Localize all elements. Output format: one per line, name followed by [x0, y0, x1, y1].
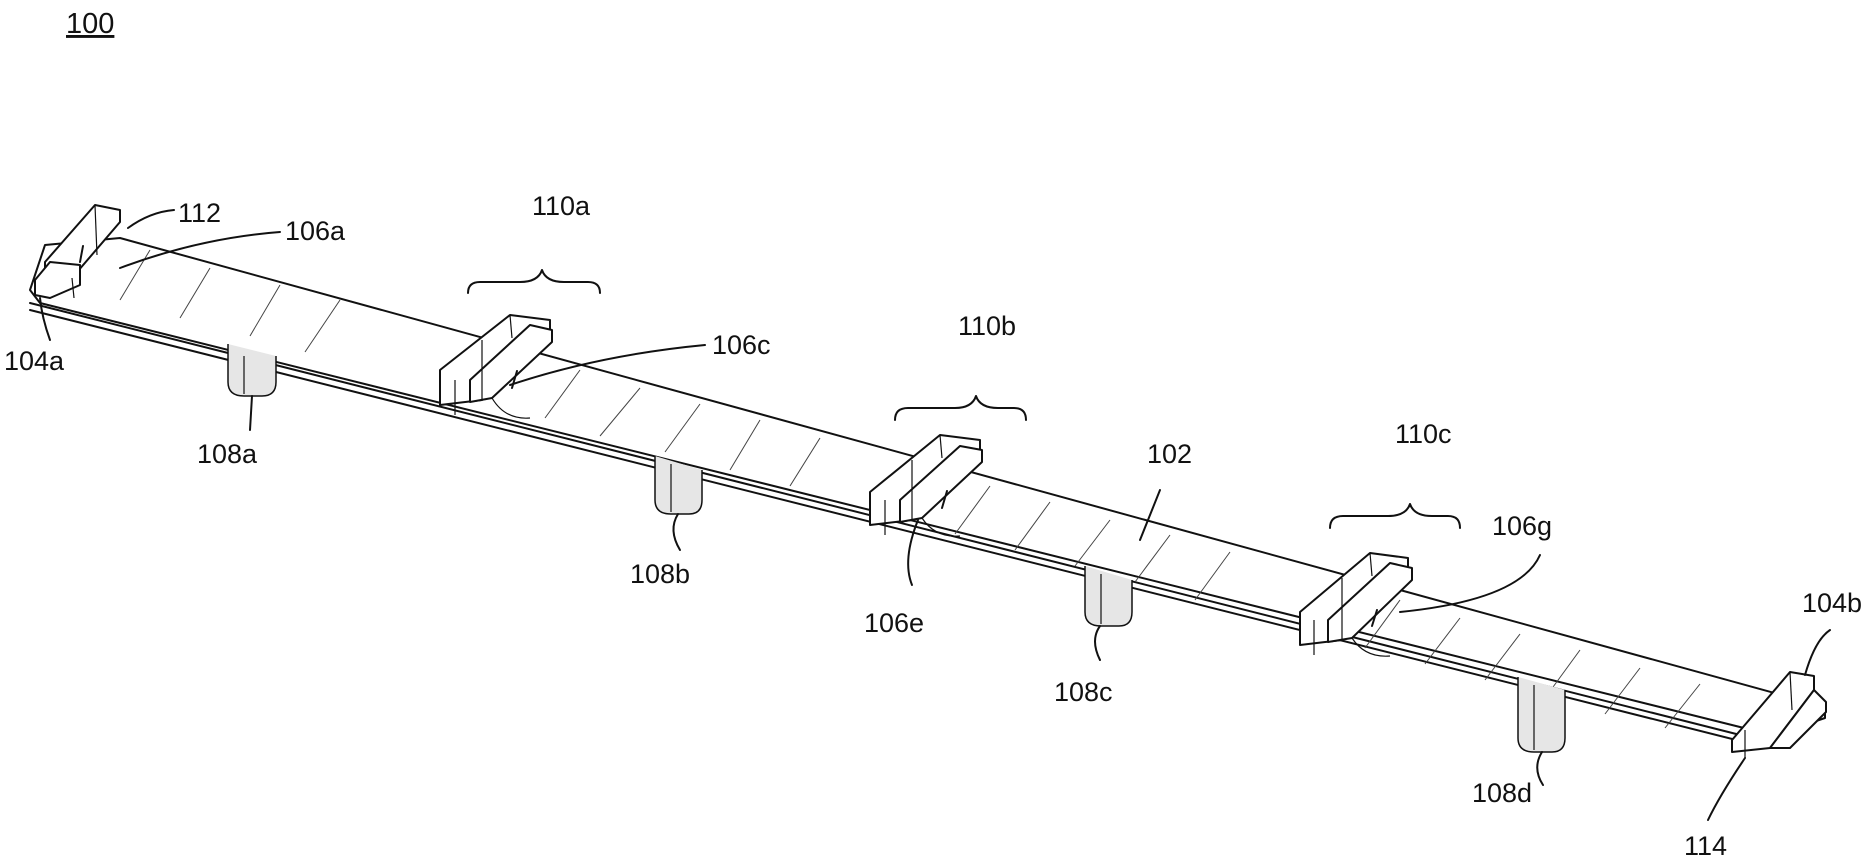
label-106a: 106a	[285, 216, 346, 246]
label-110c: 110c	[1395, 419, 1452, 449]
label-102: 102	[1147, 439, 1192, 469]
label-110a: 110a	[532, 191, 591, 221]
connector-110a	[439, 314, 553, 419]
label-104b: 104b	[1802, 588, 1862, 618]
label-106c: 106c	[712, 330, 771, 360]
label-106e: 106e	[864, 608, 924, 638]
label-108d: 108d	[1472, 778, 1532, 808]
label-112: 112	[178, 198, 221, 228]
label-108c: 108c	[1054, 677, 1113, 707]
connector-110c	[1299, 552, 1413, 657]
label-114: 114	[1684, 831, 1727, 861]
label-110b: 110b	[958, 311, 1016, 341]
foot-108d	[1517, 677, 1566, 753]
foot-108c	[1084, 566, 1133, 627]
end-clip-104b	[1731, 671, 1827, 758]
label-108b: 108b	[630, 559, 690, 589]
leader-lines	[39, 209, 1831, 821]
brace-110c	[1329, 503, 1461, 529]
connector-110b	[869, 434, 983, 537]
figure-number: 100	[66, 8, 114, 40]
label-108a: 108a	[197, 439, 258, 469]
label-104a: 104a	[4, 346, 65, 376]
brace-110b	[894, 395, 1027, 421]
brace-110a	[467, 269, 601, 294]
end-clip-104a	[34, 204, 121, 299]
foot-108b	[654, 456, 703, 515]
label-106g: 106g	[1492, 511, 1552, 541]
